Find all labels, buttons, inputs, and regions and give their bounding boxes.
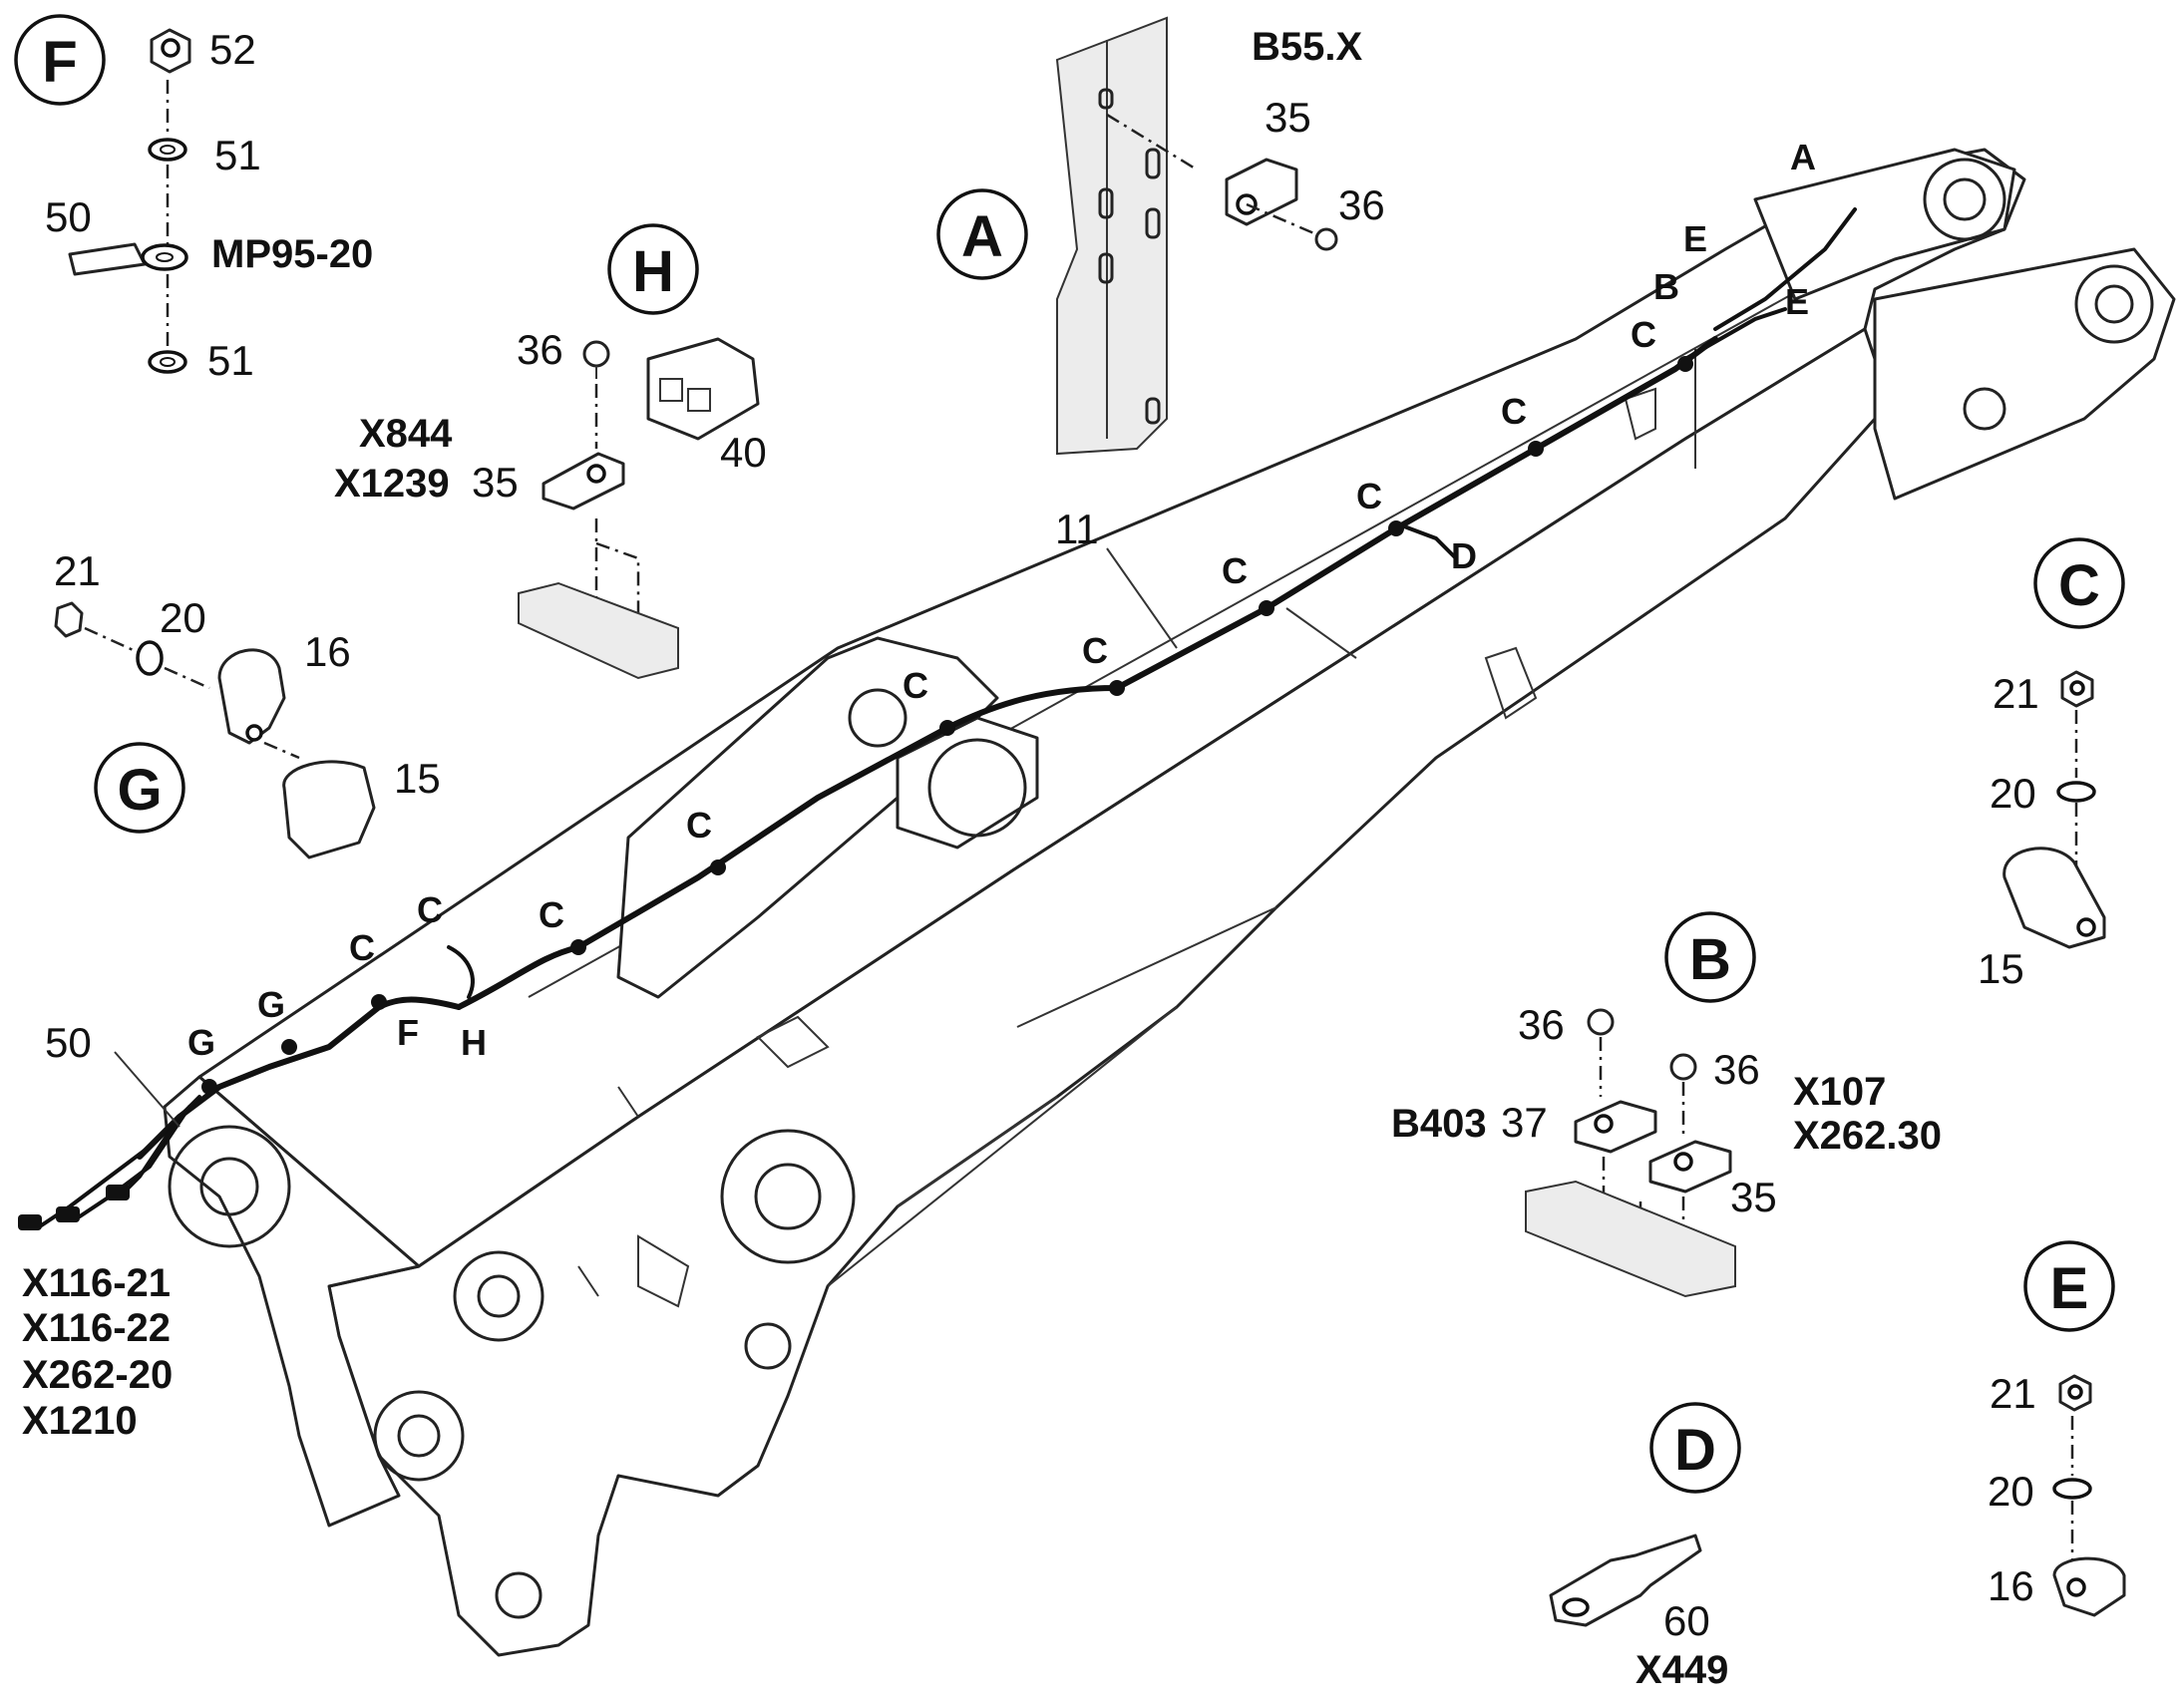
callout-b: B — [1664, 911, 1756, 1003]
callout-a-text: A — [961, 204, 1003, 269]
callout-g: G — [94, 742, 185, 834]
label-36-h: 36 — [517, 326, 563, 373]
label-37: 37 — [1501, 1099, 1548, 1146]
detail-d-parts — [1549, 1534, 1702, 1627]
boom-letter-c7: C — [686, 805, 712, 846]
callout-e: E — [2023, 1240, 2115, 1332]
label-11: 11 — [1055, 506, 1099, 552]
label-21-c: 21 — [1993, 670, 2039, 717]
callout-f-text: F — [42, 30, 77, 95]
callout-e-text: E — [2050, 1256, 2089, 1321]
label-x1210: X1210 — [22, 1399, 138, 1443]
boom-letter-b: B — [1653, 266, 1679, 307]
callout-d: D — [1649, 1402, 1741, 1494]
label-16-e: 16 — [1988, 1562, 2034, 1609]
boom-letter-c2: C — [1501, 391, 1527, 432]
connector-end-1 — [18, 1214, 42, 1230]
label-x116-22: X116-22 — [22, 1306, 171, 1350]
label-60: 60 — [1663, 1597, 1710, 1644]
label-51-top: 51 — [214, 132, 261, 178]
label-x844: X844 — [359, 412, 453, 456]
boom-letter-a: A — [1790, 137, 1816, 177]
boom-letter-c5: C — [1082, 630, 1108, 671]
callout-a: A — [936, 188, 1028, 280]
boom-letter-g1: G — [257, 984, 285, 1025]
detail-f-parts — [68, 28, 191, 374]
boom-letter-e1: E — [1683, 218, 1707, 259]
callout-c: C — [2033, 537, 2125, 629]
label-x262-20: X262-20 — [22, 1353, 173, 1397]
detail-a-parts — [1055, 16, 1338, 456]
label-21-g: 21 — [54, 547, 101, 594]
callout-d-text: D — [1674, 1418, 1716, 1483]
boom-letter-c1: C — [1631, 314, 1656, 355]
callout-c-text: C — [2058, 553, 2100, 618]
label-mp95-20: MP95-20 — [211, 232, 373, 276]
label-51-bottom: 51 — [207, 337, 254, 384]
label-x262-30: X262.30 — [1793, 1114, 1942, 1158]
label-35-h: 35 — [472, 459, 519, 506]
label-50-boom: 50 — [45, 1019, 92, 1066]
wiring-harness — [18, 207, 1857, 1230]
boom-letter-c8: C — [539, 894, 564, 935]
leader-11 — [1106, 547, 1178, 649]
boom-letter-g2: G — [187, 1022, 215, 1063]
detail-c-parts — [2002, 670, 2106, 949]
callout-b-text: B — [1689, 927, 1731, 992]
boom-letter-c6: C — [903, 665, 928, 706]
boom-letter-e2: E — [1785, 281, 1809, 322]
boom-letter-c10: C — [349, 927, 375, 968]
connector-end-2 — [56, 1206, 80, 1222]
label-b55x: B55.X — [1252, 25, 1362, 69]
boom-letter-f: F — [397, 1012, 419, 1053]
label-40: 40 — [720, 429, 767, 476]
callout-h: H — [607, 223, 699, 315]
label-36-b1: 36 — [1518, 1001, 1565, 1048]
label-35-a: 35 — [1265, 94, 1311, 141]
label-20-c: 20 — [1990, 770, 2036, 817]
callout-h-text: H — [632, 239, 674, 304]
label-20-e: 20 — [1988, 1468, 2034, 1515]
connector-end-3 — [106, 1185, 130, 1200]
detail-g-parts — [54, 601, 376, 859]
boom-arm — [163, 148, 2176, 1657]
label-16-g: 16 — [304, 628, 351, 675]
boom-letter-h: H — [461, 1022, 487, 1063]
label-x116-21: X116-21 — [22, 1261, 171, 1305]
label-x107: X107 — [1793, 1070, 1886, 1114]
detail-e-parts — [2052, 1374, 2126, 1617]
label-52: 52 — [209, 26, 256, 73]
detail-b-parts — [1525, 1008, 1736, 1298]
boom-letter-c3: C — [1356, 476, 1382, 516]
leader-50 — [114, 1051, 181, 1128]
label-36-a: 36 — [1338, 181, 1385, 228]
label-35-b: 35 — [1730, 1174, 1777, 1220]
label-20-g: 20 — [160, 594, 206, 641]
boom-letter-d: D — [1451, 535, 1477, 576]
detail-h-parts — [518, 337, 760, 680]
label-x1239: X1239 — [334, 462, 450, 506]
label-b403: B403 — [1391, 1102, 1487, 1146]
label-15-c: 15 — [1978, 945, 2024, 992]
boom-letter-c9: C — [417, 889, 443, 930]
label-36-b2: 36 — [1713, 1046, 1760, 1093]
callout-f: F — [14, 14, 106, 106]
callout-g-text: G — [117, 758, 162, 823]
label-21-e: 21 — [1990, 1370, 2036, 1417]
boom-letter-c4: C — [1222, 550, 1248, 591]
label-15-g: 15 — [394, 755, 441, 802]
label-x449: X449 — [1635, 1648, 1728, 1692]
label-50-detail: 50 — [45, 193, 92, 240]
